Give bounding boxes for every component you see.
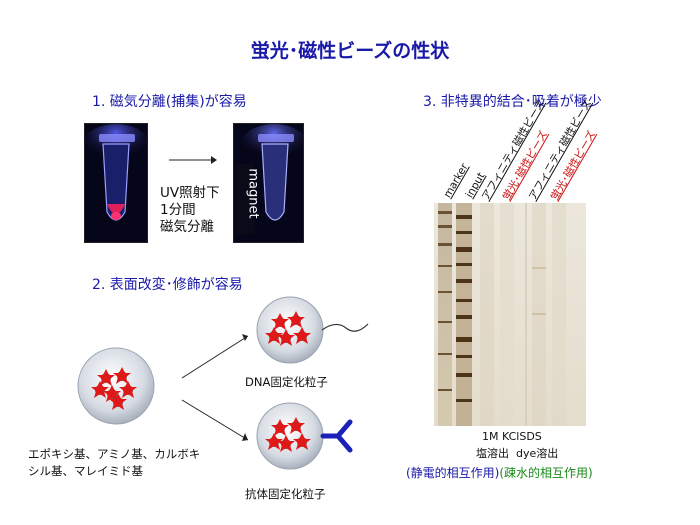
arrow-to-antibody-icon bbox=[181, 399, 249, 441]
functional-groups-line2: シル基、マレイミド基 bbox=[28, 464, 143, 478]
label-salt-elution: 塩溶出 bbox=[476, 447, 509, 460]
section1-heading: 1. 磁気分離(捕集)が容易 bbox=[92, 94, 247, 110]
gel-bottom-labels: 1M KClSDS bbox=[482, 430, 542, 443]
elution-labels: 塩溶出 dye溶出 bbox=[476, 445, 558, 461]
caption-line-uv: UV照射下 bbox=[160, 185, 220, 201]
separation-caption: UV照射下 1分間 磁気分離 bbox=[160, 185, 220, 236]
base-bead bbox=[77, 347, 155, 425]
uv-tube-photo-before bbox=[84, 123, 148, 243]
section3-heading: 3. 非特異的結合･吸着が極少 bbox=[423, 94, 602, 110]
bead-modification-diagram bbox=[77, 296, 369, 470]
label-kcl: 1M KCl bbox=[482, 430, 520, 443]
label-electrostatic: (静電的相互作用) bbox=[406, 466, 500, 480]
functional-groups-line1: エポキシ基、アミノ基、カルボキ bbox=[28, 447, 201, 461]
magnet-label: magnet bbox=[245, 168, 261, 219]
arrow-right-icon bbox=[169, 150, 217, 164]
interaction-labels: (静電的相互作用)(疎水的相互作用) bbox=[406, 464, 593, 481]
tube-after-illustration bbox=[234, 124, 303, 242]
functional-groups-text: エポキシ基、アミノ基、カルボキ シル基、マレイミド基 bbox=[28, 446, 200, 480]
tube-before-illustration bbox=[85, 124, 147, 242]
dna-bead bbox=[256, 296, 369, 364]
antibody-bead bbox=[256, 402, 353, 470]
antibody-bead-label: 抗体固定化粒子 bbox=[245, 487, 326, 501]
dna-strand-icon bbox=[321, 323, 369, 332]
dna-bead-label: DNA固定化粒子 bbox=[245, 375, 328, 389]
antibody-icon bbox=[320, 419, 353, 453]
uv-tube-photo-after: magnet bbox=[233, 123, 304, 243]
arrow-to-dna-icon bbox=[181, 335, 249, 379]
label-sds: SDS bbox=[519, 430, 542, 443]
section2-heading: 2. 表面改変･修飾が容易 bbox=[92, 277, 243, 293]
label-hydrophobic: (疎水的相互作用) bbox=[499, 466, 593, 480]
page-title: 蛍光･磁性ビーズの性状 bbox=[250, 40, 450, 62]
caption-line-separation: 磁気分離 bbox=[160, 219, 214, 235]
label-dye-elution: dye溶出 bbox=[516, 447, 559, 460]
gel-image bbox=[434, 203, 586, 426]
caption-line-time: 1分間 bbox=[160, 202, 196, 218]
